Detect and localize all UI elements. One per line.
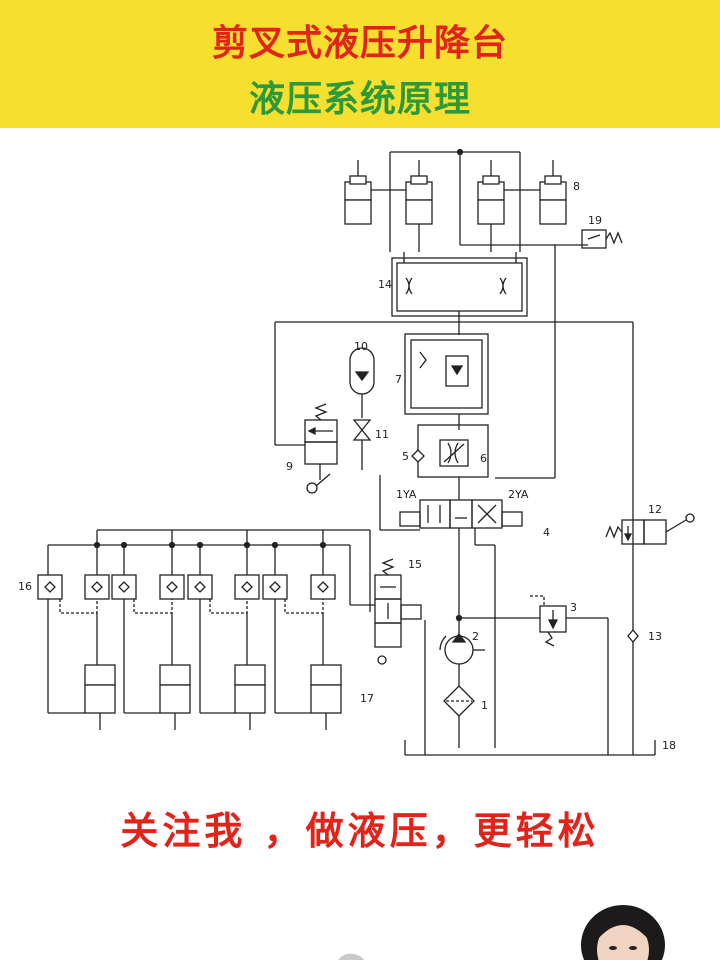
avatar	[568, 900, 678, 960]
accumulator	[349, 347, 375, 470]
label-16: 16	[18, 580, 32, 593]
lift-cylinders	[344, 148, 588, 252]
check-valve-bank	[37, 530, 336, 614]
label-5: 5	[402, 450, 409, 463]
support-cylinders	[47, 599, 342, 730]
label-1: 1	[481, 699, 488, 712]
label-18: 18	[662, 739, 676, 752]
label-13: 13	[648, 630, 662, 643]
pressure-switch	[581, 229, 623, 249]
label-8: 8	[573, 180, 580, 193]
label-15: 15	[408, 558, 422, 571]
label-9: 9	[286, 460, 293, 473]
manual-valve	[304, 403, 338, 494]
throttle-valve	[411, 424, 489, 500]
relief-valve	[459, 595, 609, 755]
label-10: 10	[354, 340, 368, 353]
pump	[439, 614, 485, 665]
filter	[443, 685, 475, 717]
label-2: 2	[472, 630, 479, 643]
solenoid-1ya-label: 1YA	[396, 488, 417, 501]
label-14: 14	[378, 278, 392, 291]
page-title: 剪叉式液压升降台	[211, 23, 508, 64]
label-12: 12	[648, 503, 662, 516]
flow-divider	[391, 252, 528, 335]
label-4: 4	[543, 526, 550, 539]
label-3: 3	[570, 601, 577, 614]
partial-graphic	[330, 945, 370, 960]
solenoid-2ya-label: 2YA	[508, 488, 529, 501]
page-subtitle: 液压系统原理	[248, 79, 471, 120]
manual-valve-12	[605, 513, 695, 644]
tank	[404, 620, 656, 756]
label-7: 7	[395, 373, 402, 386]
solenoid-valve-15	[350, 558, 422, 665]
label-11: 11	[375, 428, 389, 441]
title-banner: 剪叉式液压升降台 液压系统原理	[0, 0, 720, 128]
label-17: 17	[360, 692, 374, 705]
footer-slogan: 关注我 ，做液压，更轻松	[120, 808, 600, 853]
label-6: 6	[480, 452, 487, 465]
label-19: 19	[588, 214, 602, 227]
hydraulic-schematic: 1 2 3 4 5 6 7 8 9 10 11 12 13 14 15 16 1…	[18, 148, 695, 756]
counterbalance-valve	[404, 333, 489, 430]
